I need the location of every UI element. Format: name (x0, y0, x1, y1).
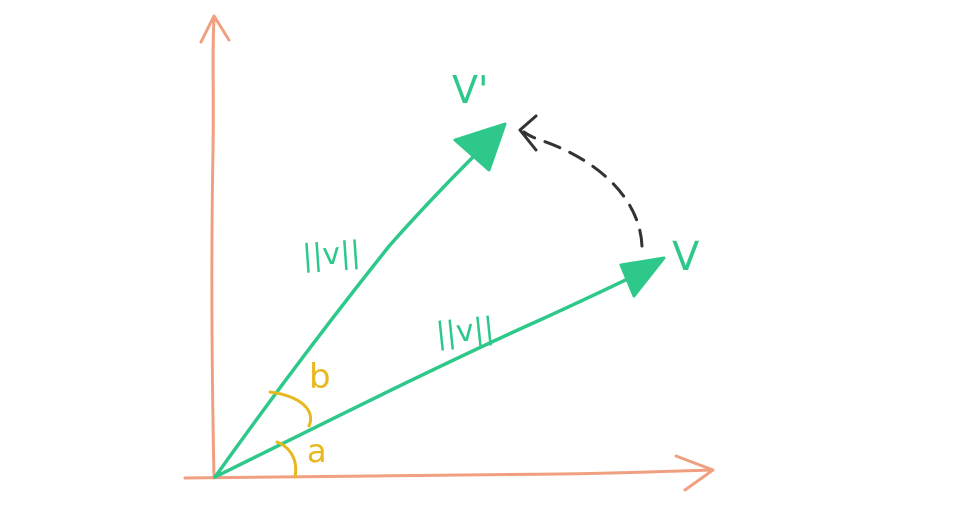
x-axis-arrowhead (674, 454, 715, 492)
y-axis-line (210, 18, 216, 480)
angle-a-arc (275, 440, 298, 479)
vector-v-prime-arrowhead (453, 122, 507, 172)
rotation-arrow (518, 114, 644, 248)
y-axis (199, 14, 231, 480)
vector-v (213, 256, 666, 479)
label-angle-b: b (309, 357, 331, 397)
label-norm-original: ||v|| (434, 311, 496, 352)
x-axis-line (183, 468, 714, 480)
x-axis (183, 454, 715, 492)
vector-v-prime-line (213, 138, 492, 479)
label-norm-rotated: ||v|| (301, 235, 361, 274)
rotation-arrowhead (518, 114, 538, 152)
angle-b-arc (268, 390, 312, 428)
rotation-arrow-curve (522, 130, 644, 248)
label-v: V (672, 234, 700, 280)
vector-v-prime (213, 122, 507, 479)
vector-v-line (213, 266, 652, 479)
label-angle-a: a (307, 432, 327, 470)
y-axis-arrowhead (199, 14, 231, 44)
vector-v-arrowhead (619, 256, 666, 298)
label-v-prime: V' (452, 68, 488, 112)
